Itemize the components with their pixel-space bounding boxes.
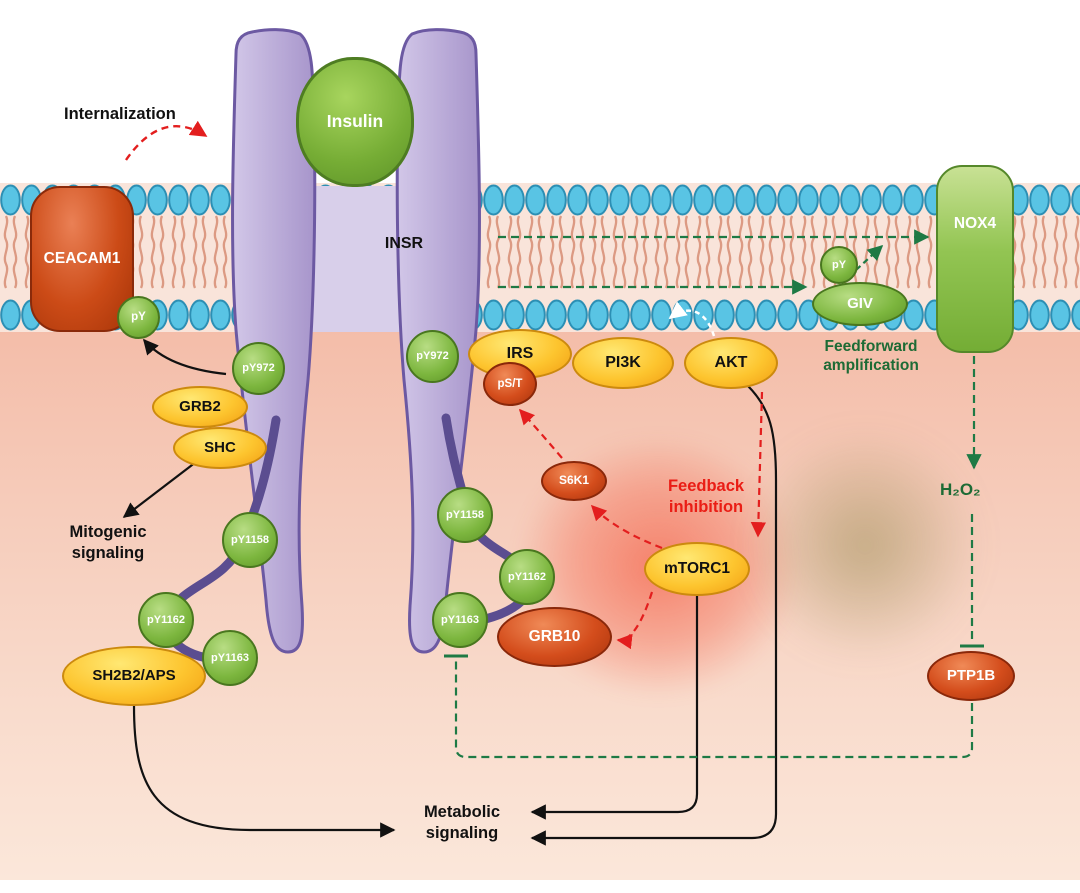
arrow-akt-to-metabolic xyxy=(530,385,778,846)
metabolic-signaling-label: Metabolic signaling xyxy=(423,803,501,842)
plasma-membrane xyxy=(0,183,1080,332)
grb10-node: GRB10 xyxy=(497,607,612,667)
py1158-right-site: pY1158 xyxy=(437,487,493,543)
h2o2-label: H₂O₂ xyxy=(940,480,981,499)
ceacam1-py-site: pY xyxy=(117,296,160,339)
py1158-left-site: pY1158 xyxy=(222,512,278,568)
internalization-label: Internalization xyxy=(64,105,176,123)
giv-node: GIV xyxy=(812,282,908,326)
giv-py-site: pY xyxy=(820,246,858,284)
ceacam1-node: CEACAM1 xyxy=(30,186,134,332)
py1162-left-site: pY1162 xyxy=(138,592,194,648)
s6k1-node: S6K1 xyxy=(541,461,607,501)
arrow-sh2b2-to-metabolic xyxy=(132,705,396,838)
arrow-mtorc1-to-metabolic xyxy=(530,596,699,820)
insulin-node: Insulin xyxy=(296,57,414,187)
mtorc1-node: mTORC1 xyxy=(644,542,750,596)
arrow-py972-to-ceacam1 xyxy=(142,338,227,376)
py1163-left-site: pY1163 xyxy=(202,630,258,686)
akt-node: AKT xyxy=(684,337,778,389)
nox4-node: NOX4 xyxy=(936,165,1014,353)
arrow-akt-to-mtorc1 xyxy=(750,391,767,538)
arrow-internalization xyxy=(125,120,208,161)
arrow-s6k1-to-pst xyxy=(518,408,563,459)
irs-node: IRS xyxy=(468,329,572,379)
arrow-giv-to-nox4-line xyxy=(855,244,884,271)
arrow-shc-to-mitogenic xyxy=(122,461,197,518)
py1162-right-site: pY1162 xyxy=(499,549,555,605)
ptp1b-node: PTP1B xyxy=(927,651,1015,701)
feedforward-amplification-label: Feedforward amplification xyxy=(823,338,919,375)
arrow-mtorc1-to-grb10 xyxy=(616,591,654,650)
mitogenic-signaling-label: Mitogenic signaling xyxy=(69,523,147,562)
insr-label: INSR xyxy=(384,235,424,252)
feedback-inhibition-label: Feedback inhibition xyxy=(667,477,745,516)
pi3k-node: PI3K xyxy=(572,337,674,389)
pst-site: pS/T xyxy=(483,362,537,406)
grb2-node: GRB2 xyxy=(152,386,248,428)
py972-right-site: pY972 xyxy=(406,330,459,383)
shc-node: SHC xyxy=(173,427,267,469)
arrow-akt-membrane-white xyxy=(668,301,716,337)
py972-left-site: pY972 xyxy=(232,342,285,395)
arrow-mtorc1-to-s6k1 xyxy=(590,504,663,550)
sh2b2-aps-node: SH2B2/APS xyxy=(62,646,206,706)
insr-transmembrane-gap xyxy=(308,186,404,332)
inhibit-ptp1b-to-insr xyxy=(454,660,974,759)
py1163-right-site: pY1163 xyxy=(432,592,488,648)
insr-tail-right xyxy=(441,413,534,627)
